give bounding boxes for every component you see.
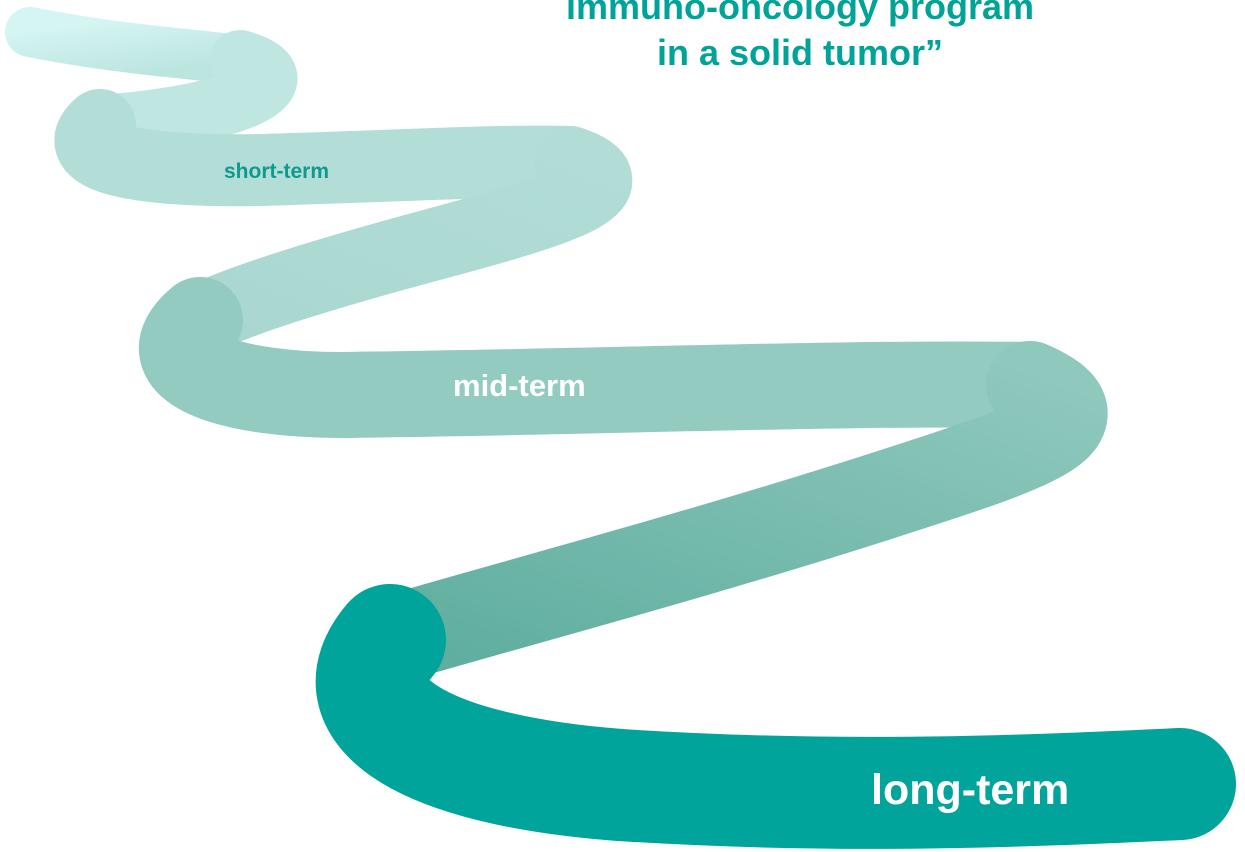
- mid-term-band: [182, 320, 1030, 395]
- path-start-segment: [30, 32, 240, 60]
- title-line-1: immuno-oncology program: [470, 0, 1130, 30]
- short-term-label: short-term: [224, 160, 329, 184]
- mid-term-label: mid-term: [453, 368, 586, 404]
- title-line-2: in a solid tumor”: [470, 30, 1130, 76]
- short-term-band: [90, 125, 570, 170]
- long-term-label: long-term: [871, 766, 1069, 815]
- diagram-title: immuno-oncology program in a solid tumor…: [470, 0, 1130, 76]
